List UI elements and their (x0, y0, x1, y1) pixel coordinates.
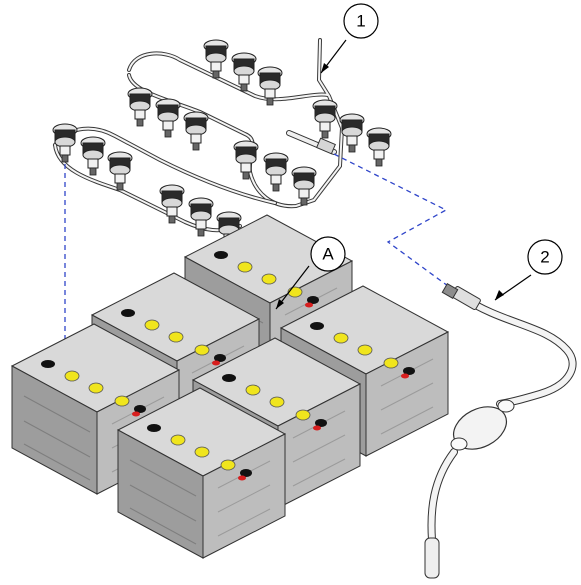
callout-2-label: 2 (540, 248, 549, 267)
hose-coupler (441, 282, 481, 310)
callout-a-label: A (322, 245, 334, 264)
battery-icon (11, 214, 449, 559)
manifold-connector (286, 130, 337, 155)
callout-a: A (310, 236, 346, 272)
hose-end-tip (424, 537, 440, 579)
callout-2: 2 (527, 239, 563, 275)
fill-hose (427, 293, 577, 544)
callout-1: 1 (343, 3, 379, 39)
callout-1-label: 1 (356, 12, 365, 31)
callout-arrows (276, 63, 504, 309)
squeeze-bulb-icon (450, 399, 515, 451)
